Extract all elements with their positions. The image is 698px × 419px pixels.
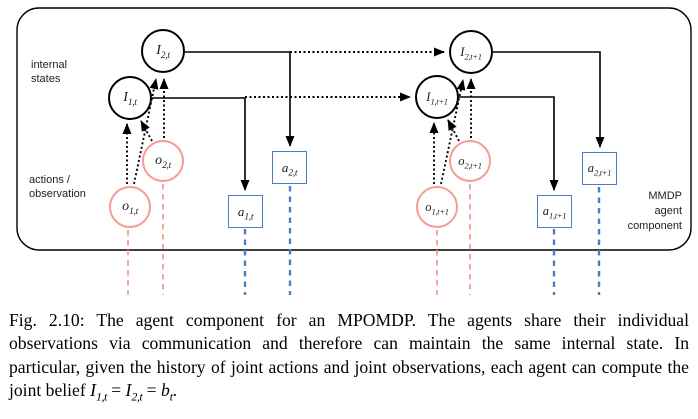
- arrow-o2t-I1t: [140, 120, 153, 142]
- label-actions-observation: actions / observation: [29, 173, 86, 201]
- observation-dashed-drops: [127, 184, 471, 295]
- node-internal-state-I2t: I2,t: [141, 29, 185, 73]
- label-line: internal: [31, 59, 68, 71]
- caption-equals: =: [142, 380, 161, 401]
- node-observation-o1t1: o1,t+1: [416, 186, 458, 228]
- arrow-I2t1-a2t1: [493, 51, 605, 148]
- arrow-o2t1-I1t1: [447, 119, 460, 142]
- node-internal-state-I1t1: I1,t+1: [415, 75, 459, 119]
- caption-period: .: [172, 380, 178, 401]
- state-transition-arrows: [245, 47, 445, 102]
- node-internal-state-I2t1: I2,t+1: [449, 30, 493, 74]
- node-label: I2,t+1: [460, 44, 482, 61]
- caption-math-bt: b: [160, 380, 170, 401]
- figure-diagram: I2,t I1,t I2,t+1 I1,t+1 o2,t o1,t o2,t+1…: [16, 7, 692, 295]
- node-observation-o2t1: o2,t+1: [449, 140, 491, 182]
- caption-math-bt-sub: t: [169, 389, 173, 404]
- node-label: I1,t: [123, 90, 137, 108]
- label-line: observation: [29, 188, 86, 200]
- caption-equals: =: [106, 380, 126, 401]
- node-action-a2t: a2,t: [272, 151, 307, 184]
- caption-text: Fig. 2.10: The agent component for an MP…: [9, 310, 689, 401]
- arrow-I2t-a2t: [185, 51, 295, 147]
- diagram-canvas: [16, 7, 692, 295]
- label-line: agent: [654, 205, 682, 217]
- label-line: component: [627, 220, 682, 232]
- label-line: actions /: [29, 174, 70, 186]
- node-observation-o1t: o1,t: [109, 186, 151, 228]
- label-mmdp-agent-component: MMDP agent component: [628, 189, 682, 234]
- node-action-a1t: a1,t: [228, 195, 263, 228]
- node-action-a2t1: a2,t+1: [582, 152, 617, 185]
- node-label: a2,t: [281, 159, 298, 179]
- node-internal-state-I1t: I1,t: [108, 76, 152, 120]
- observation-to-state-arrows: [122, 78, 476, 185]
- node-label: a2,t+1: [587, 161, 612, 178]
- node-label: o2,t+1: [458, 153, 482, 170]
- arrow-I1t-a1t: [152, 97, 250, 191]
- arrow-I1t1-a1t1: [459, 96, 559, 191]
- node-label: o1,t+1: [425, 199, 449, 216]
- label-internal-states: internal states: [31, 58, 67, 86]
- node-label: a1,t: [237, 203, 254, 223]
- node-label: o2,t: [155, 153, 171, 171]
- figure-caption: Fig. 2.10: The agent component for an MP…: [9, 309, 689, 409]
- node-label: a1,t+1: [542, 204, 567, 221]
- label-line: MMDP: [648, 190, 682, 202]
- state-to-action-arrows: [152, 51, 605, 191]
- node-label: I1,t+1: [426, 89, 448, 106]
- node-label: I2,t: [156, 43, 170, 61]
- node-observation-o2t: o2,t: [142, 140, 184, 182]
- caption-math-I1t-sub: 1,t: [95, 389, 107, 404]
- label-line: states: [31, 73, 61, 85]
- node-action-a1t1: a1,t+1: [537, 195, 572, 228]
- caption-math-I2t-sub: 2,t: [131, 389, 143, 404]
- caption-math-I2t: I: [125, 380, 132, 401]
- caption-math-I1t: I: [90, 380, 96, 401]
- node-label: o1,t: [122, 199, 138, 217]
- agent-component-border: [16, 7, 692, 251]
- action-dashed-drops: [243, 186, 601, 295]
